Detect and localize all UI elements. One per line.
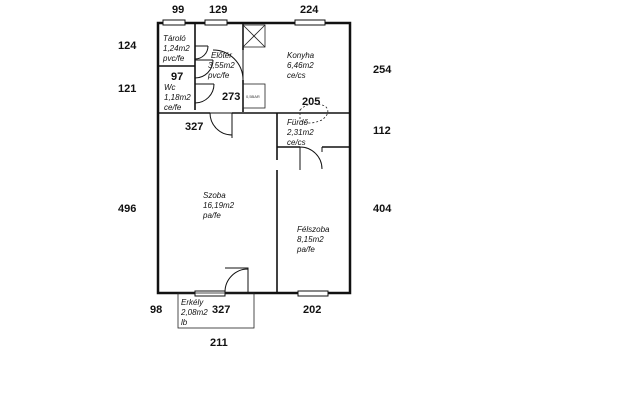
chimney-box (242, 24, 266, 48)
dim-top-storage: 99 (172, 4, 184, 16)
room-area: 6,46m2 (287, 61, 314, 70)
room-area: 16,19m2 (203, 201, 235, 210)
room-hall: Előtér 3,55m2 pvc/fe (207, 51, 235, 80)
room-name: Tároló (163, 34, 186, 43)
dim-left-storage: 124 (118, 40, 137, 52)
window-hall (204, 19, 228, 26)
outer-walls (156, 21, 352, 295)
room-floor: lb (181, 318, 188, 327)
dim-pantry-width: 205 (302, 96, 320, 108)
dim-right-kitchen: 254 (373, 64, 392, 76)
room-floor: pa/fe (202, 211, 221, 220)
door-hall-left (194, 59, 214, 79)
dim-right-halfroom: 404 (373, 203, 392, 215)
meter-box (242, 83, 266, 109)
dim-wc-width: 97 (171, 71, 183, 83)
dim-top-hall: 129 (209, 4, 227, 16)
door-wc (194, 83, 215, 104)
room-floor: ce/cs (287, 71, 306, 80)
interior-walls (158, 23, 350, 292)
window-halfroom (297, 290, 329, 297)
bathtub (299, 103, 329, 124)
room-area: 1,18m2 (164, 93, 191, 102)
dim-room-width: 327 (185, 121, 203, 133)
room-halfroom: Félszoba 8,15m2 pa/fe (296, 225, 330, 254)
room-name: Wc (164, 83, 176, 92)
dimension-labels: 99 129 224 124 121 254 97 273 205 327 11… (118, 4, 392, 349)
room-floor: pa/fe (296, 245, 315, 254)
door-bath (299, 146, 323, 170)
room-floor: ce/cs (287, 138, 306, 147)
windows (162, 19, 329, 297)
room-area: 2,08m2 (180, 308, 208, 317)
dim-bottom-room: 327 (212, 304, 230, 316)
fixtures: 0,5BAR (242, 24, 329, 124)
room-balcony: Erkély 2,08m2 lb (180, 298, 208, 327)
room-area: 1,24m2 (163, 44, 190, 53)
room-living: Szoba 16,19m2 pa/fe (202, 191, 235, 220)
room-area: 8,15m2 (297, 235, 324, 244)
dim-right-pantry: 112 (373, 125, 391, 137)
room-area: 2,31m2 (286, 128, 314, 137)
room-name: Félszoba (297, 225, 330, 234)
room-name: Erkély (181, 298, 204, 307)
door-kitchen (212, 49, 244, 81)
room-name: Szoba (203, 191, 226, 200)
dim-balcony-depth: 98 (150, 304, 162, 316)
room-name: Előtér (211, 51, 232, 60)
doors (194, 45, 323, 293)
dim-bottom-halfroom: 202 (303, 304, 321, 316)
window-living (194, 290, 226, 297)
room-name: Fürdő (287, 118, 308, 127)
room-name: Konyha (287, 51, 315, 60)
room-floor: ce/fe (164, 103, 182, 112)
room-storage: Tároló 1,24m2 pvc/fe (162, 34, 190, 63)
window-storage (162, 19, 186, 26)
room-wc: Wc 1,18m2 ce/fe (164, 83, 191, 112)
door-living (209, 112, 233, 138)
room-floor: pvc/fe (207, 71, 230, 80)
window-kitchen (294, 19, 326, 26)
dim-hall-depth: 273 (222, 91, 240, 103)
room-area: 3,55m2 (208, 61, 235, 70)
room-kitchen: Konyha 6,46m2 ce/cs (287, 51, 315, 80)
dim-top-kitchen: 224 (300, 4, 319, 16)
room-floor: pvc/fe (162, 54, 185, 63)
door-balcony (224, 267, 249, 293)
dim-left-room: 496 (118, 203, 136, 215)
dim-left-wc: 121 (118, 83, 136, 95)
meter-box-label: 0,5BAR (246, 94, 260, 99)
dim-balcony-width: 211 (210, 337, 228, 349)
room-bath: Fürdő 2,31m2 ce/cs (286, 118, 314, 147)
balcony-outline (177, 292, 255, 329)
door-storage (194, 45, 209, 60)
